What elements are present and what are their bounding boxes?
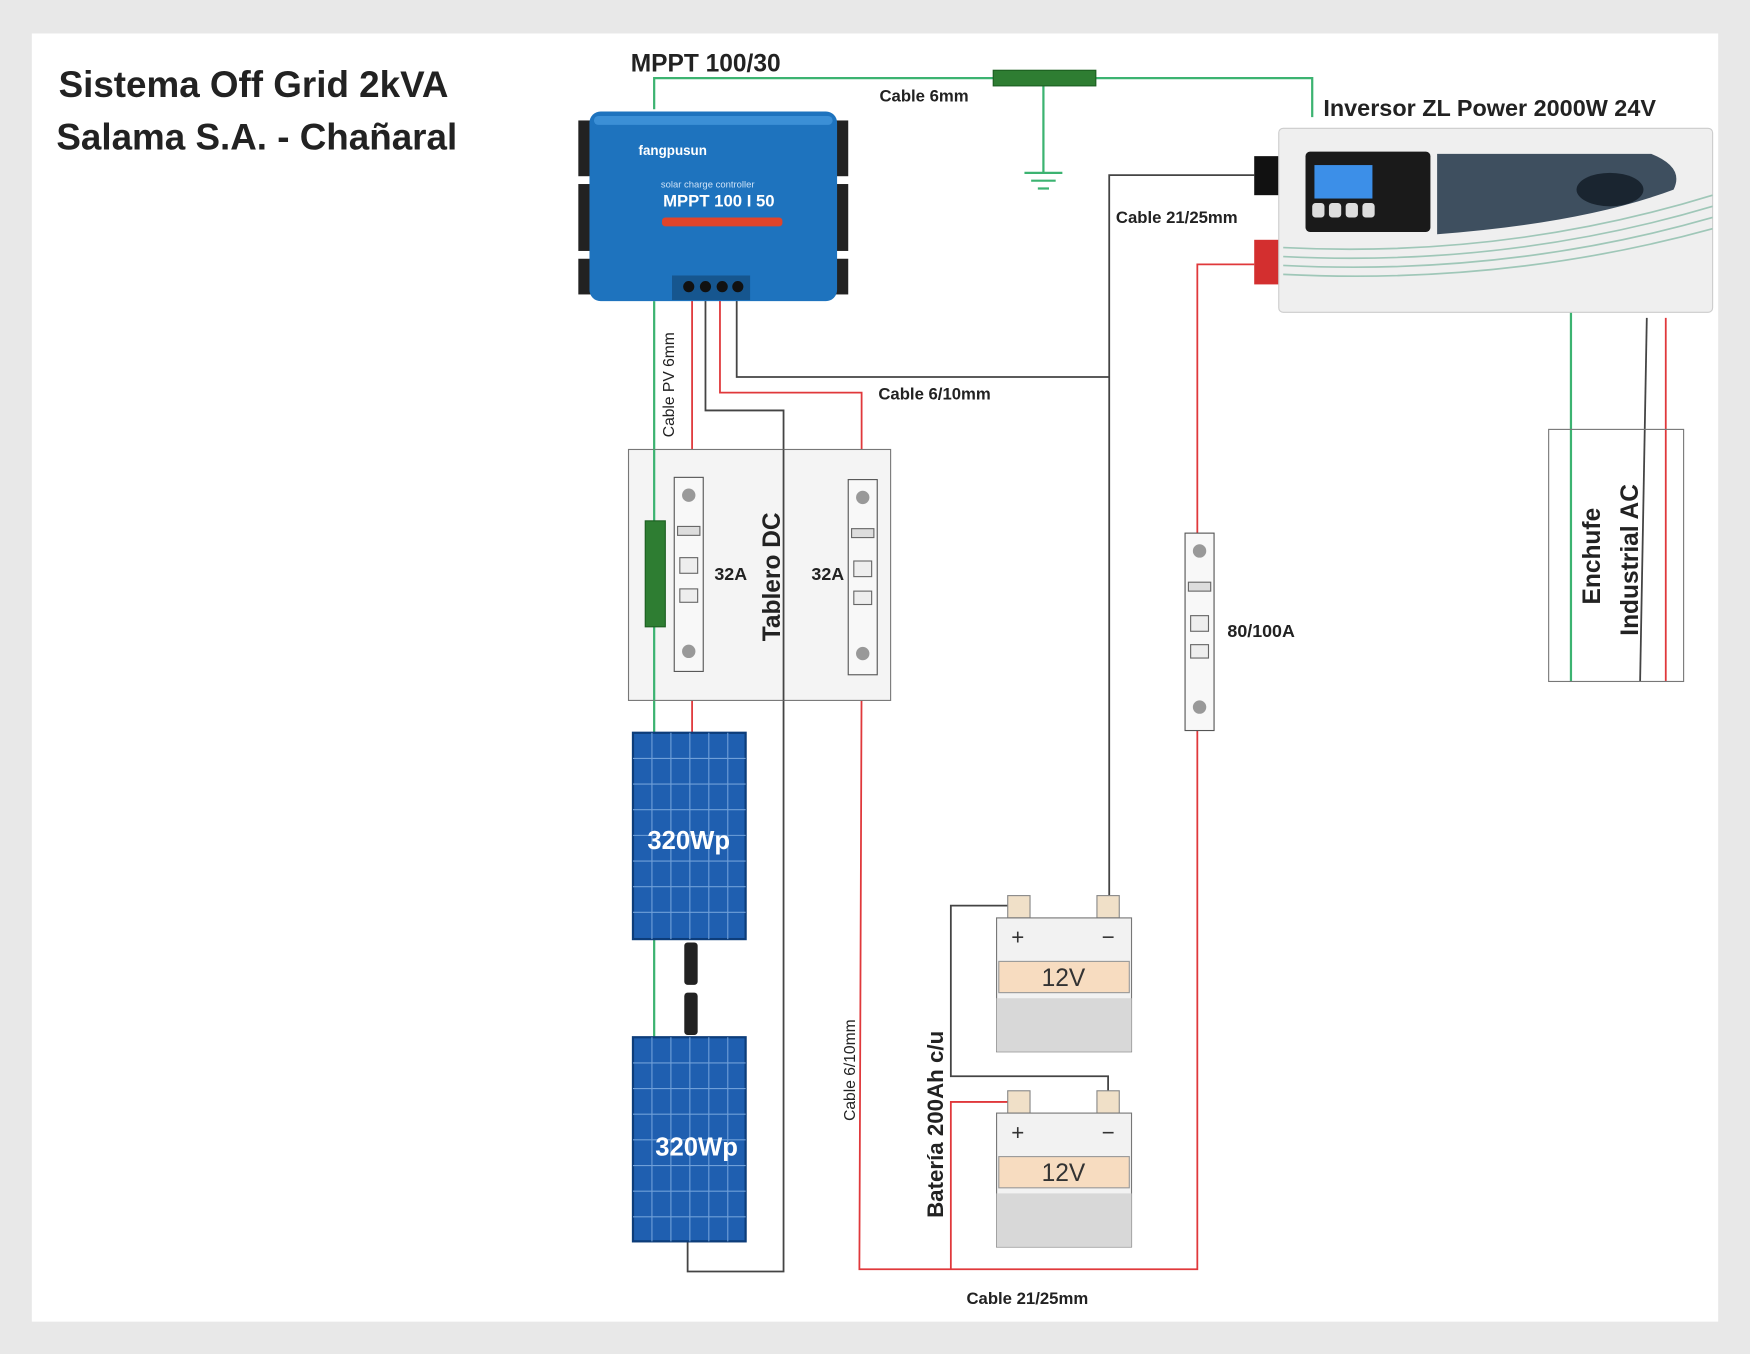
controller-brand: fangpusun — [639, 143, 707, 158]
battery-1-voltage: 12V — [1042, 965, 1086, 992]
battery-breaker[interactable] — [1184, 532, 1215, 732]
controller-label: MPPT 100/30 — [631, 50, 781, 77]
positive-wiring — [691, 263, 1667, 1271]
ground-symbol-icon — [1024, 171, 1063, 190]
battery-2-minus: − — [1102, 1120, 1115, 1145]
cable-inverter-label: Cable 21/25mm — [1116, 208, 1238, 227]
inverter-label: Inversor ZL Power 2000W 24V — [1323, 95, 1656, 121]
cable-pv-label: Cable PV 6mm — [661, 332, 678, 437]
controller-model: MPPT 100 I 50 — [663, 191, 775, 210]
breaker-right-rating: 32A — [811, 564, 844, 584]
dc-ground-bus — [644, 520, 666, 628]
industrial-outlet — [1548, 428, 1685, 683]
panel-2-rating: 320Wp — [655, 1133, 738, 1161]
breaker-left-rating: 32A — [714, 564, 747, 584]
cable-ground-label: Cable 6mm — [879, 86, 968, 105]
dc-board — [627, 448, 892, 701]
battery-breaker-rating: 80/100A — [1227, 621, 1295, 641]
dc-board-label: Tablero DC — [759, 512, 786, 641]
cable-controller-battery-label: Cable 6/10mm — [878, 384, 990, 403]
battery-1: + − 12V — [996, 895, 1133, 1053]
battery-label: Batería 200Ah c/u — [923, 1031, 948, 1218]
mc4-connector-icon — [684, 942, 698, 1036]
inverter — [1278, 127, 1714, 313]
ground-bus-bar — [992, 69, 1097, 87]
battery-2-plus: + — [1011, 1120, 1024, 1145]
breaker-right[interactable] — [847, 479, 878, 676]
cable-battery-bus-label: Cable 21/25mm — [966, 1289, 1088, 1308]
title-line1: Sistema Off Grid 2kVA — [59, 64, 449, 105]
breaker-left[interactable] — [673, 476, 704, 672]
panel-1-rating: 320Wp — [647, 827, 730, 855]
controller-subtitle: solar charge controller — [661, 179, 755, 190]
solar-panel-2: 320Wp — [631, 1036, 747, 1243]
battery-2-voltage: 12V — [1042, 1160, 1086, 1187]
battery-1-plus: + — [1011, 925, 1024, 950]
battery-2: + − 12V — [996, 1090, 1133, 1248]
charge-controller: fangpusun solar charge controller MPPT 1… — [578, 111, 849, 302]
battery-1-minus: − — [1102, 925, 1115, 950]
outlet-label-1: Enchufe — [1579, 508, 1606, 605]
title-line2: Salama S.A. - Chañaral — [56, 116, 457, 157]
cable-vertical-label: Cable 6/10mm — [842, 1019, 859, 1121]
outlet-label-2: Industrial AC — [1617, 484, 1644, 636]
solar-panel-1: 320Wp — [631, 731, 747, 941]
negative-wiring — [686, 174, 1648, 1273]
